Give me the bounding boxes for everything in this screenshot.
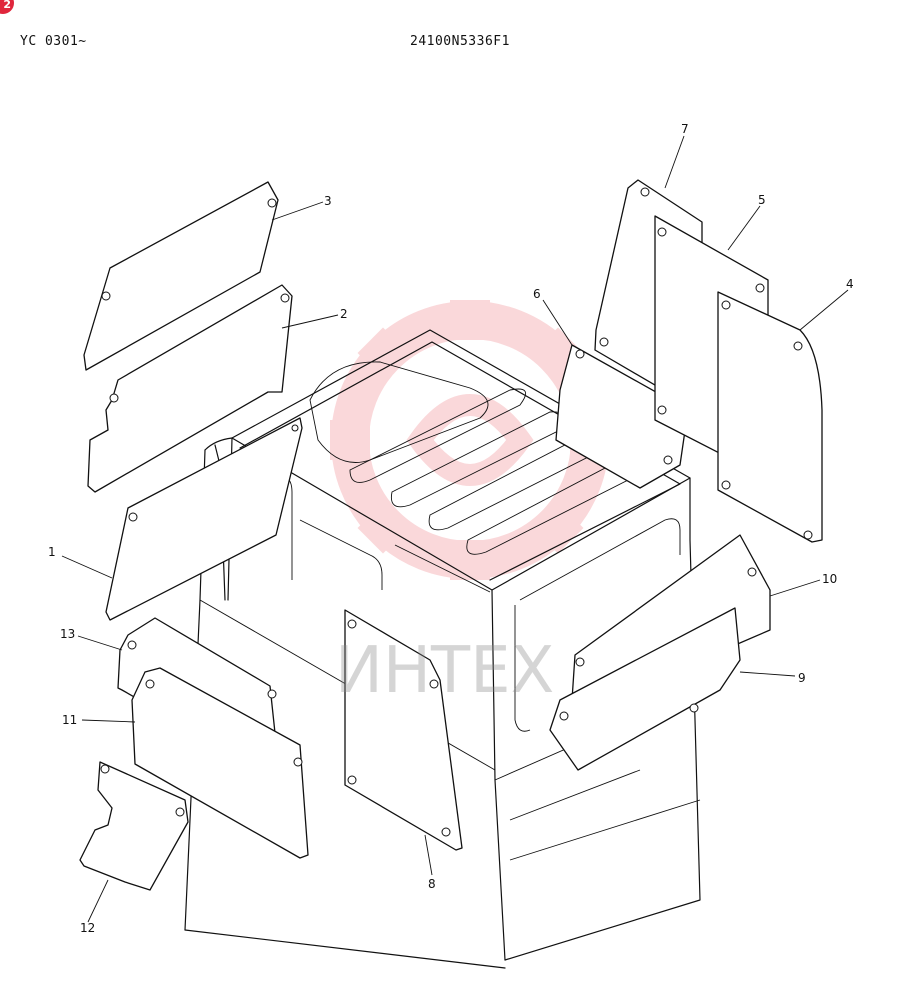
callout-11: 11 (62, 713, 77, 727)
callout-3: 3 (324, 194, 332, 208)
callout-12: 12 (80, 921, 95, 935)
panel-part-8 (344, 609, 463, 851)
panel-part-2 (87, 284, 293, 493)
panel-part-4 (717, 291, 823, 543)
panel-part-11 (131, 667, 309, 859)
callout-5: 5 (758, 193, 766, 207)
callout-13: 13 (60, 627, 75, 641)
callout-6: 6 (533, 287, 541, 301)
part-number-code: 24100N5336F1 (410, 34, 510, 49)
panel-part-12 (79, 761, 189, 891)
callout-1: 1 (48, 545, 56, 559)
page-badge: 2 (0, 0, 14, 14)
model-serial-range: YC 0301~ (20, 34, 87, 49)
watermark-text: ИНТЕХ (335, 634, 554, 708)
panel-part-9 (549, 607, 741, 771)
callout-2: 2 (340, 307, 348, 321)
callout-8: 8 (428, 877, 436, 891)
callout-9: 9 (798, 671, 806, 685)
callout-10: 10 (822, 572, 837, 586)
callout-leaders (61, 135, 849, 923)
callout-4: 4 (846, 277, 854, 291)
callout-numbers: 1 2 3 4 5 6 7 8 9 10 11 12 13 (48, 122, 854, 935)
callout-7: 7 (681, 122, 689, 136)
panel-part-1 (105, 417, 303, 621)
panel-part-3 (83, 181, 279, 371)
